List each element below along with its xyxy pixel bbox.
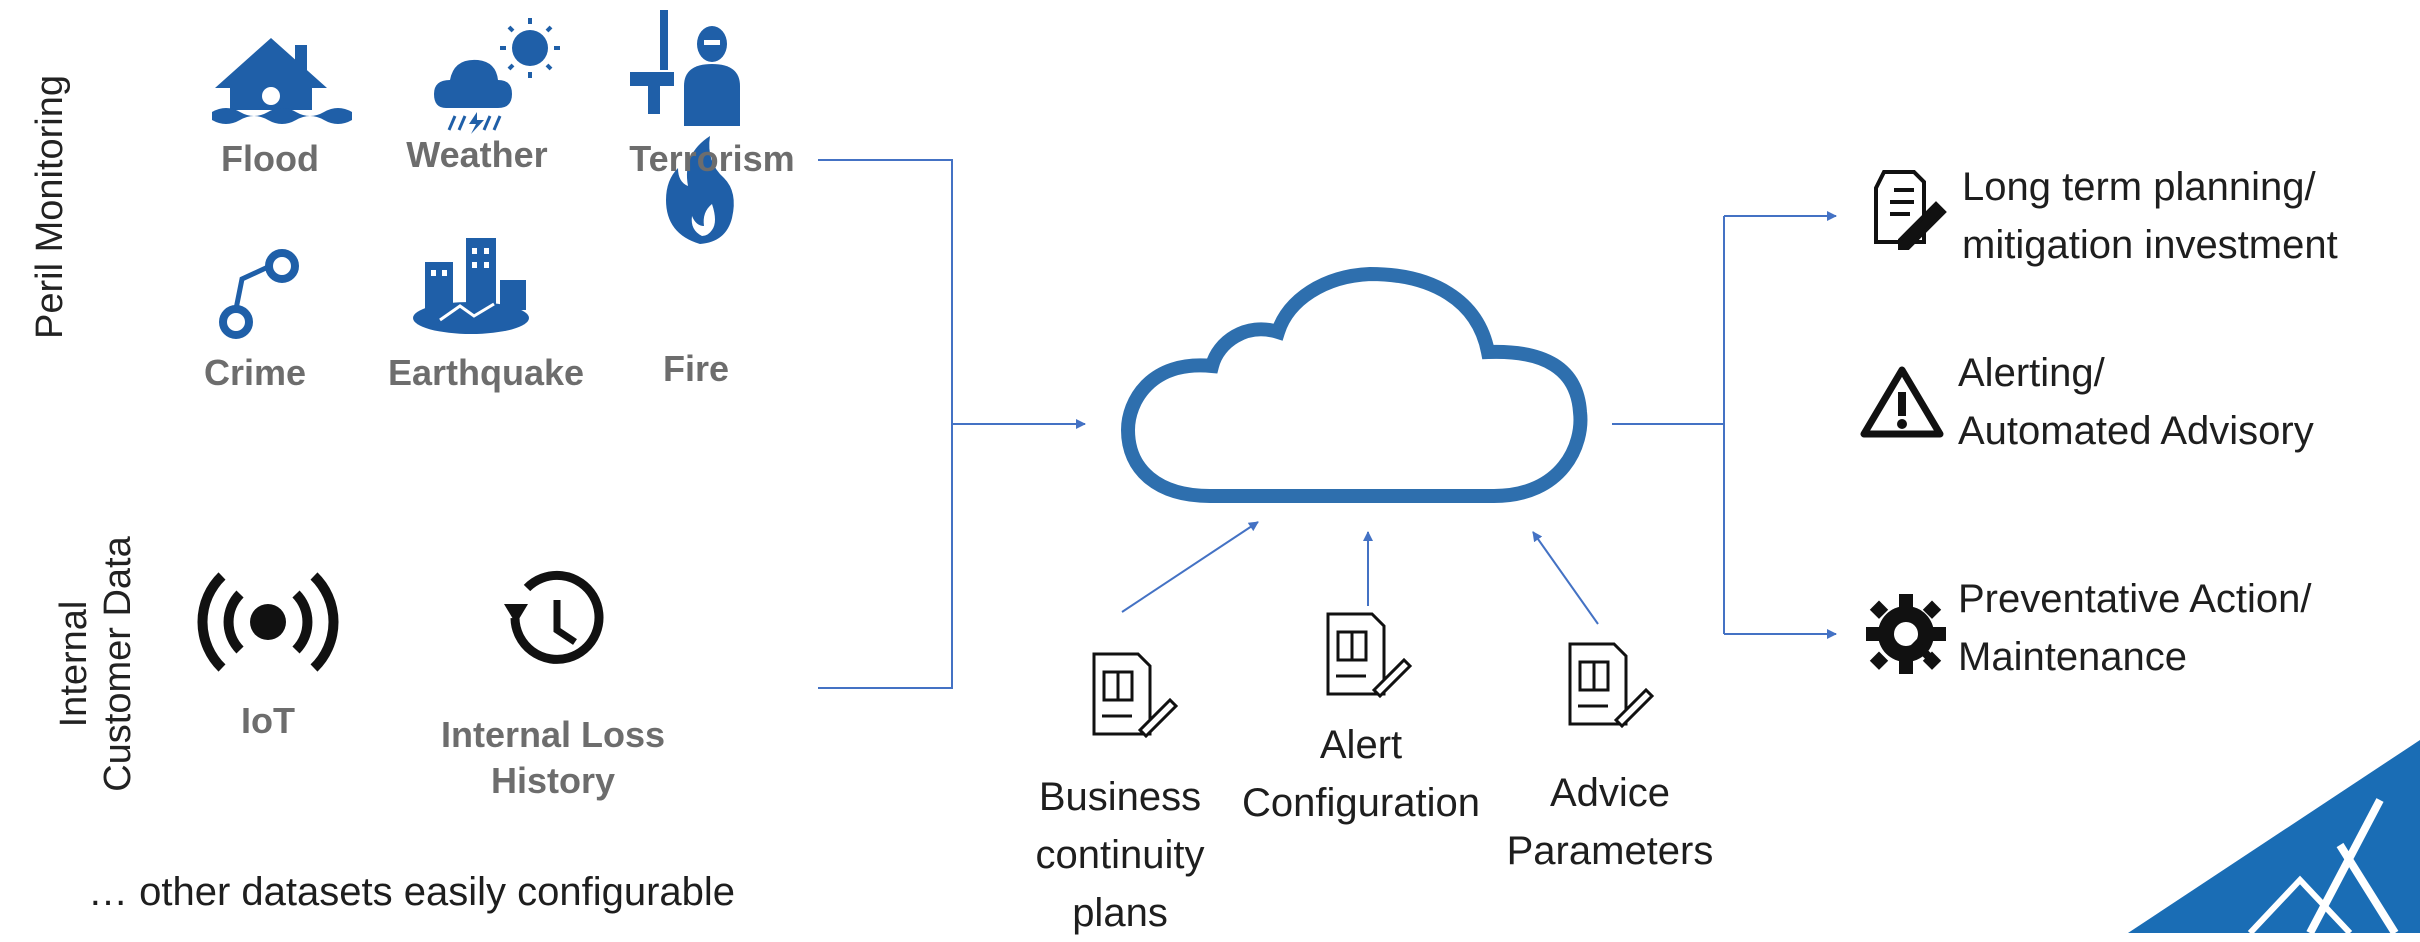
fire-icon (666, 136, 734, 244)
history-icon (504, 570, 604, 664)
iot-icon (197, 572, 339, 672)
business-continuity-label: Business continuity plans (1010, 768, 1230, 942)
planning-line2: mitigation investment (1962, 223, 2338, 267)
alert-line1: Alert (1319, 723, 1403, 767)
internal-loss-line2: History (490, 760, 616, 801)
internal-customer-data-label: Internal Customer Data (52, 514, 140, 814)
internal-label-line2: Customer Data (97, 536, 139, 792)
output-connectors (1612, 211, 1837, 639)
alerting-line1: Alerting/ (1958, 351, 2105, 395)
earthquake-label: Earthquake (387, 352, 585, 393)
earthquake-icon (413, 238, 529, 334)
planning-line1: Long term planning/ (1962, 165, 2316, 209)
internal-loss-history-label: Internal Loss History (420, 712, 686, 804)
iot-label: IoT (241, 700, 295, 741)
cloud-shape (1120, 266, 1588, 503)
weather-icon (434, 18, 560, 134)
bcp-line1: Business (1038, 775, 1202, 819)
crime-label: Crime (203, 352, 307, 393)
advice-line2: Parameters (1506, 829, 1714, 873)
internal-loss-line1: Internal Loss (440, 714, 666, 755)
weather-label: Weather (406, 134, 548, 175)
other-datasets-note: … other datasets easily configurable (88, 870, 736, 914)
corner-decoration (2128, 740, 2420, 933)
preventative-output-label: Preventative Action/ Maintenance (1958, 570, 2312, 686)
fire-label: Fire (662, 348, 730, 389)
crime-icon (219, 249, 299, 339)
flood-label: Flood (221, 138, 319, 179)
bcp-line2: continuity (1035, 833, 1205, 877)
advice-parameters-label: Advice Parameters (1490, 764, 1730, 880)
advice-line1: Advice (1549, 771, 1671, 815)
planning-output-label: Long term planning/ mitigation investmen… (1962, 158, 2338, 274)
terrorism-label: Terrorism (629, 138, 795, 179)
alerting-output-label: Alerting/ Automated Advisory (1958, 344, 2314, 460)
document-icon-advice (1568, 642, 1655, 729)
flood-icon (212, 38, 352, 124)
document-connectors (1121, 521, 1599, 625)
bcp-line3: plans (1072, 891, 1168, 935)
input-connectors (818, 159, 1086, 689)
alerting-line2: Automated Advisory (1958, 409, 2314, 453)
internal-label-line1: Internal (53, 600, 95, 728)
preventative-line1: Preventative Action/ (1958, 577, 2312, 621)
document-icon-bcp (1092, 652, 1179, 739)
planning-icon (1874, 170, 1947, 250)
alert-configuration-label: Alert Configuration (1226, 716, 1496, 832)
preventative-line2: Maintenance (1958, 635, 2188, 679)
alert-line2: Configuration (1242, 781, 1480, 825)
gear-wrench-icon (1866, 594, 1946, 674)
terrorism-icon (630, 10, 740, 126)
warning-icon (1860, 366, 1944, 438)
document-icon-alert (1326, 612, 1413, 699)
peril-monitoring-label: Peril Monitoring (29, 75, 71, 339)
